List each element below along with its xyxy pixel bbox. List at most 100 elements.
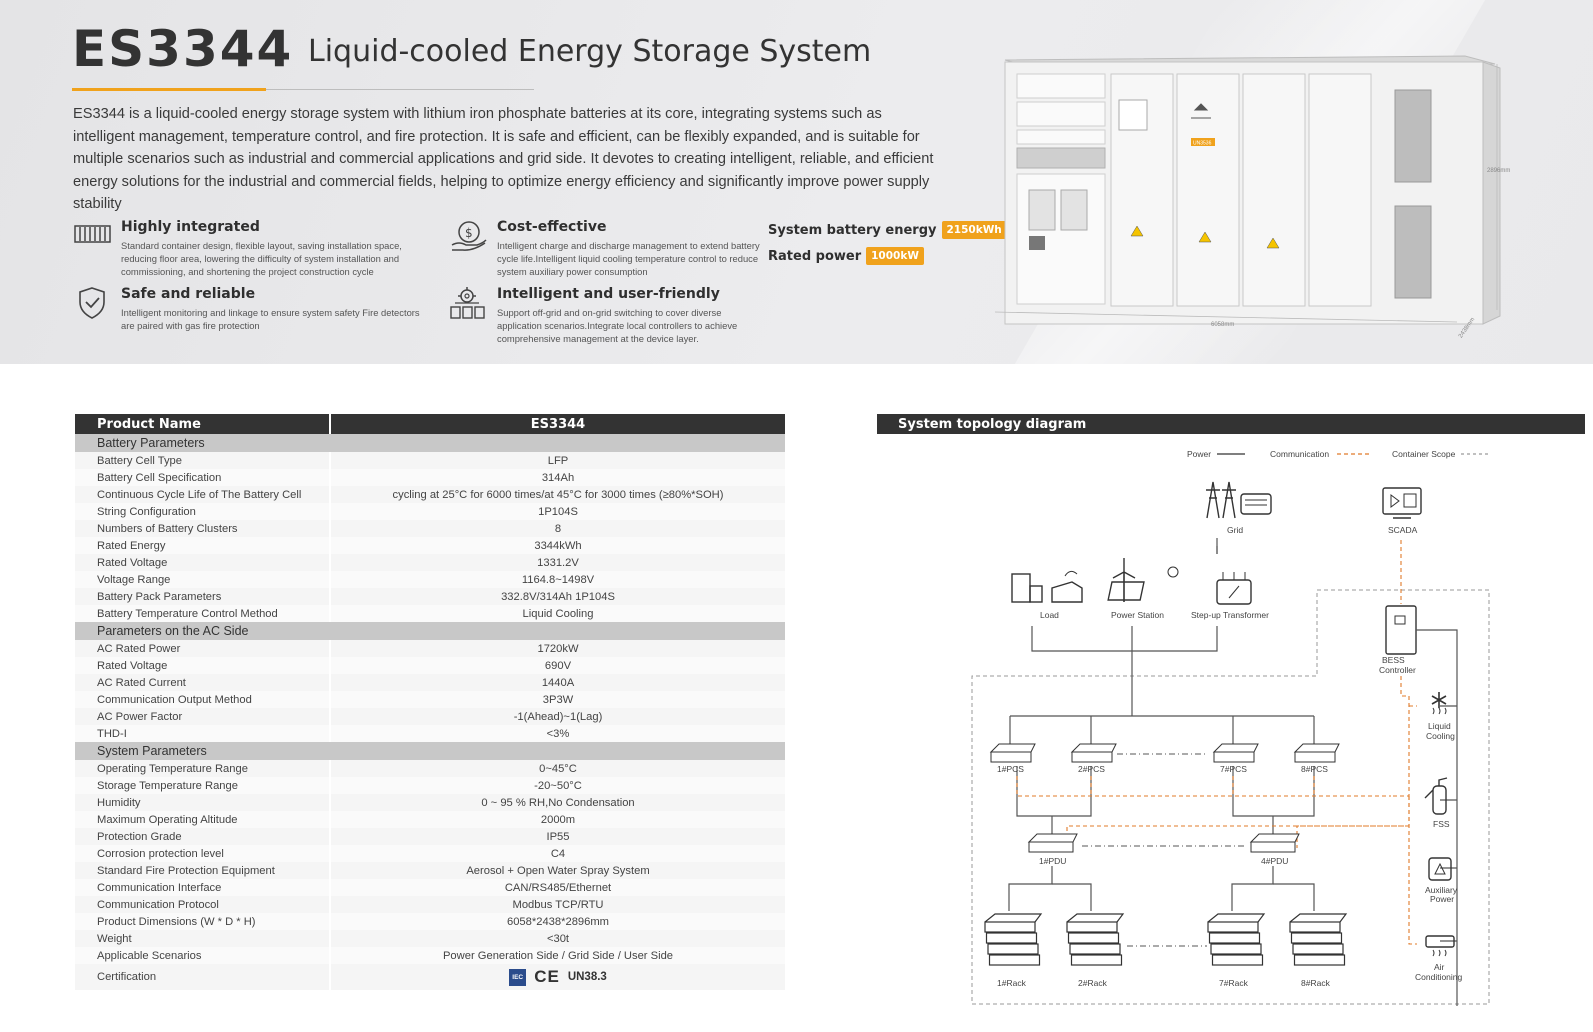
pcs2-label: 2#PCS — [1078, 764, 1105, 774]
svg-text:$: $ — [465, 226, 473, 240]
air-conditioner-icon — [1425, 935, 1455, 957]
topology-header: System topology diagram — [877, 414, 1585, 434]
param-value: 6058*2438*2896mm — [330, 913, 785, 930]
title-rule — [266, 89, 534, 90]
rack8-label: 8#Rack — [1301, 978, 1331, 988]
param-name: Battery Temperature Control Method — [75, 605, 331, 622]
power-station-label: Power Station — [1111, 610, 1164, 620]
battery-rack-icon — [1289, 913, 1348, 966]
iec-logo: IEC — [509, 968, 527, 986]
param-value: 1164.8~1498V — [330, 571, 785, 588]
energy-badge: 2150kWh — [941, 221, 1007, 239]
battery-modules-icon — [74, 225, 111, 243]
param-value: Liquid Cooling — [330, 605, 785, 622]
table-row: AC Power Factor-1(Ahead)~1(Lag) — [75, 708, 785, 725]
cert-marks-wrap: IEC CE UN38.3 — [509, 967, 607, 987]
feature-title: Cost-effective — [497, 219, 607, 235]
param-value: 1440A — [330, 674, 785, 691]
param-value: Modbus TCP/RTU — [330, 896, 785, 913]
ce-mark: CE — [534, 967, 560, 986]
table-row: Weight<30t — [75, 930, 785, 947]
pcs-icon — [989, 743, 1036, 763]
param-value: 2000m — [330, 811, 785, 828]
feature-desc: Intelligent charge and discharge managem… — [497, 240, 760, 277]
pcs-icon — [1293, 743, 1340, 763]
fss-label: FSS — [1433, 819, 1450, 829]
table-row: THD-I<3% — [75, 725, 785, 742]
legend-power: Power — [1187, 449, 1211, 459]
energy-label: System battery energy — [768, 223, 937, 238]
pcs8-label: 8#PCS — [1301, 764, 1328, 774]
param-value: 0~45°C — [330, 760, 785, 777]
section-title: System Parameters — [75, 742, 785, 760]
rack-group — [984, 913, 1348, 966]
param-name: Protection Grade — [75, 828, 331, 845]
section-title: Parameters on the AC Side — [75, 622, 785, 640]
param-value: 332.8V/314Ah 1P104S — [330, 588, 785, 605]
feature-desc: Intelligent monitoring and linkage to en… — [121, 307, 420, 331]
param-value: 1720kW — [330, 640, 785, 657]
aux-label-2: Power — [1430, 894, 1454, 904]
conditioning-label: Conditioning — [1415, 972, 1463, 982]
section-row: Battery Parameters — [75, 434, 785, 452]
param-value: -1(Ahead)~1(Lag) — [330, 708, 785, 725]
section-title: Battery Parameters — [75, 434, 785, 452]
topology-diagram: Power Communication Container Scope Grid… — [971, 449, 1490, 1006]
param-value: Aerosol + Open Water Spray System — [330, 862, 785, 879]
battery-rack-icon — [1207, 913, 1266, 966]
product-model: ES3344 — [72, 20, 294, 78]
feature-desc: Standard container design, flexible layo… — [121, 240, 402, 277]
rack1-label: 1#Rack — [997, 978, 1027, 988]
pdu1-label: 1#PDU — [1039, 856, 1066, 866]
legend-scope: Container Scope — [1392, 449, 1456, 459]
pcs-icon — [1212, 743, 1259, 763]
gear-battery-icon — [450, 287, 485, 319]
param-name: Communication Interface — [75, 879, 331, 896]
table-header-row: Product Name ES3344 — [75, 414, 785, 434]
param-value: 1P104S — [330, 503, 785, 520]
param-name: Battery Cell Specification — [75, 469, 331, 486]
param-name: Battery Pack Parameters — [75, 588, 331, 605]
air-label: Air — [1434, 962, 1445, 972]
un-mark: UN38.3 — [567, 971, 607, 983]
header-model: ES3344 — [330, 414, 785, 434]
certification-marks: IEC CE UN38.3 — [330, 964, 785, 990]
transformer-icon — [1216, 572, 1252, 605]
series-links — [1082, 753, 1247, 947]
feature-title: Safe and reliable — [121, 286, 256, 302]
param-name: Standard Fire Protection Equipment — [75, 862, 331, 879]
param-name: Applicable Scenarios — [75, 947, 331, 964]
pdu1-icon — [1027, 833, 1078, 853]
param-name: String Configuration — [75, 503, 331, 520]
param-name: Corrosion protection level — [75, 845, 331, 862]
param-value: CAN/RS485/Ethernet — [330, 879, 785, 896]
feature-title: Intelligent and user-friendly — [497, 286, 720, 302]
scada-icon — [1382, 487, 1422, 519]
topology-title: System topology diagram — [898, 417, 1087, 432]
param-name: Storage Temperature Range — [75, 777, 331, 794]
param-value: -20~50°C — [330, 777, 785, 794]
feature-title: Highly integrated — [121, 219, 260, 235]
param-name: Rated Voltage — [75, 657, 331, 674]
legend-communication: Communication — [1270, 449, 1329, 459]
section-row: System Parameters — [75, 742, 785, 760]
dim-height: 2896mm — [1487, 168, 1510, 174]
system-energy-spec: System battery energy 2150kWh — [768, 221, 1007, 239]
load-icon — [1011, 570, 1083, 603]
container-scope-boundary — [971, 589, 1490, 1005]
